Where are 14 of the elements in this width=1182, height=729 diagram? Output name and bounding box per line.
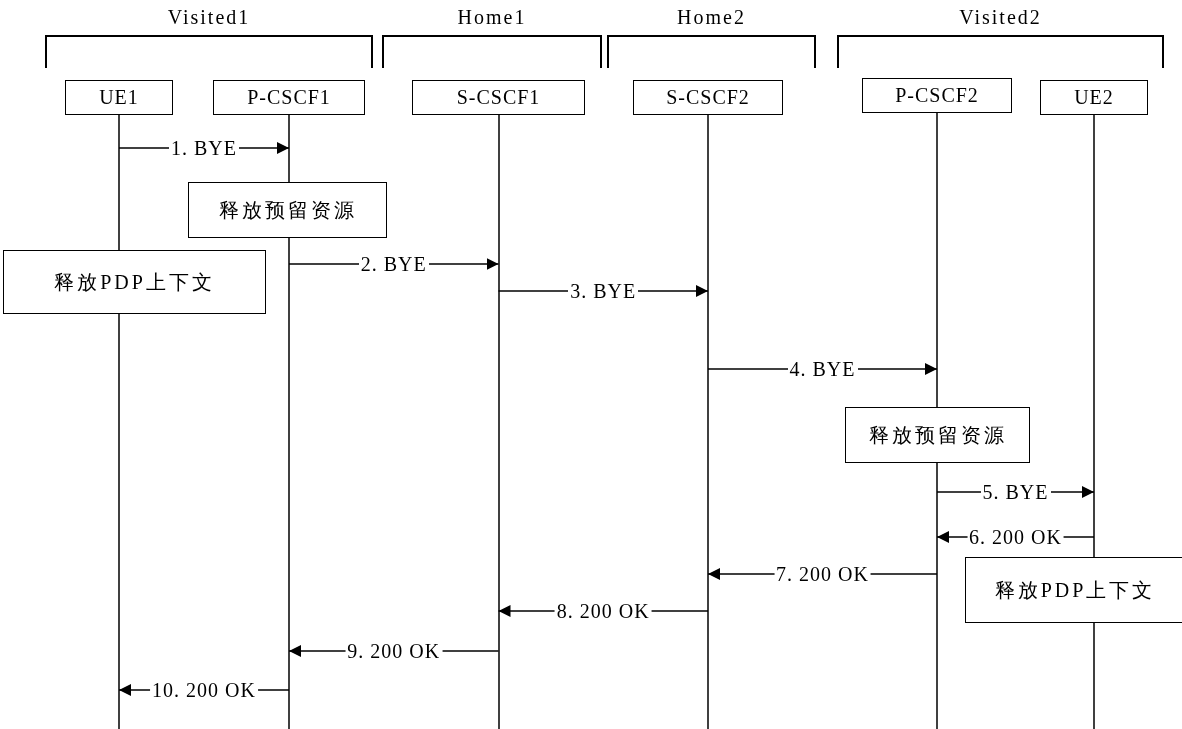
participant-box: UE1 [65,80,173,115]
participant-box: P-CSCF1 [213,80,365,115]
group-title: Visited1 [166,6,252,29]
action-box: 释放预留资源 [845,407,1030,463]
group-title: Visited2 [958,6,1043,29]
participant-box: S-CSCF2 [633,80,783,115]
group-title: Home2 [676,6,747,29]
participant-box: P-CSCF2 [862,78,1012,113]
action-box: 释放预留资源 [188,182,387,238]
participant-box: S-CSCF1 [412,80,585,115]
group-title: Home1 [456,6,528,29]
action-box: 释放PDP上下文 [3,250,266,314]
participant-box: UE2 [1040,80,1148,115]
action-box: 释放PDP上下文 [965,557,1182,623]
